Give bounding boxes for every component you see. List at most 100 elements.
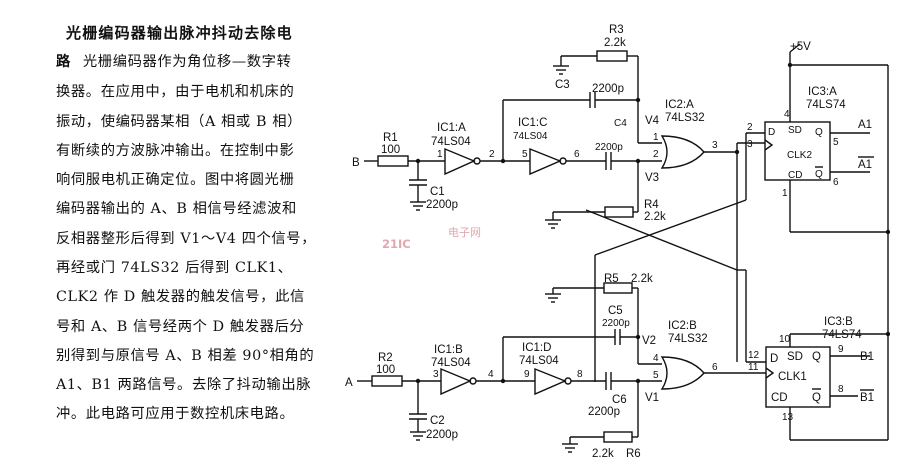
ic3a-pin-sd: 4 xyxy=(784,109,790,120)
r6-value: 2.2k xyxy=(592,448,614,460)
ic3b-name: IC3:B xyxy=(824,316,853,328)
c3-name: C3 xyxy=(555,79,570,91)
resistor-r4 xyxy=(604,206,634,218)
r3-value: 2.2k xyxy=(604,37,626,49)
watermark-brand: 21IC xyxy=(382,237,411,251)
r5-value: 2.2k xyxy=(631,273,653,285)
flipflop-ic3b-body xyxy=(765,346,831,408)
r1-name: R1 xyxy=(383,132,398,144)
r6-name: R6 xyxy=(626,448,641,460)
ic2a-pin-in2: 2 xyxy=(653,149,659,160)
clock-triangle-icon xyxy=(764,139,774,151)
channel-a: A R2 100 C2 2200p IC1:B 74LS04 3 4 IC1:D… xyxy=(345,273,766,460)
node-v2: V2 xyxy=(642,335,656,347)
ic3b-sd: SD xyxy=(787,351,803,363)
ic1a-pin-out: 2 xyxy=(489,149,495,160)
ic1d-pin-in: 9 xyxy=(524,369,530,380)
ic1b-name: IC1:B xyxy=(434,344,463,356)
watermark: 21IC 电子网 xyxy=(382,226,481,251)
output-a1-bar: A1 xyxy=(858,159,872,171)
article-line: 路光栅编码器作为角位移—数字转 xyxy=(56,50,291,71)
ic2b-pin-out: 6 xyxy=(712,362,718,373)
ic2b-pin-in2: 5 xyxy=(653,370,659,381)
channel-b: B R1 100 C1 2200p IC1:A 74LS04 1 2 IC1:C… xyxy=(352,24,765,355)
ic1d-pin-out: 8 xyxy=(577,369,583,380)
inverter-ic1d xyxy=(534,367,567,396)
article-line: A1、B1 两路信号。去除了抖动输出脉 xyxy=(56,377,312,393)
input-b-label: B xyxy=(352,157,360,169)
article-line: 再经或门 74LS32 后得到 CLK1、 xyxy=(56,260,293,276)
article-text: 光栅编码器输出脉冲抖动去除电 路光栅编码器作为角位移—数字转 换器。在应用中，由… xyxy=(56,22,328,452)
node-v3: V3 xyxy=(645,172,659,184)
inverter-ic1b xyxy=(440,367,472,396)
ic1a-part: 74LS04 xyxy=(431,136,471,148)
article-line: 反相器整形后得到 V1～V4 四个信号， xyxy=(56,231,317,247)
node-v1: V1 xyxy=(645,392,659,404)
ic1b-pin-in: 3 xyxy=(433,369,439,380)
article-line: 别得到与原信号 A、B 相差 90°相角的 xyxy=(56,348,315,364)
ic3b-pin-qbar: 8 xyxy=(838,384,844,395)
c-series-value: 2200p xyxy=(595,142,623,153)
article-line: 响伺服电机正确定位。图中将圆光栅 xyxy=(56,172,295,188)
resistor-r2 xyxy=(371,375,403,387)
node-v4: V4 xyxy=(645,115,660,127)
r4-value: 2.2k xyxy=(644,211,666,223)
ic1d-name: IC1:D xyxy=(522,342,551,354)
ic3a-name: IC3:A xyxy=(808,86,837,98)
inverter-ic1a xyxy=(444,147,476,176)
output-b1: B1 xyxy=(860,351,874,363)
ic3a-pin-qbar: 6 xyxy=(833,177,839,188)
clock-triangle-icon xyxy=(765,367,775,379)
circuit-schematic: 21IC 电子网 B R1 100 C1 2200p IC1:A 74LS04 … xyxy=(345,24,890,460)
ic3b-pin-sd: 10 xyxy=(779,334,791,345)
ic1a-name: IC1:A xyxy=(437,122,466,134)
article-line: 冲。此电路可应用于数控机床电路。 xyxy=(56,406,295,422)
article-line: 振动，使编码器某相（A 相或 B 相） xyxy=(56,114,303,130)
ic1c-pin-out: 6 xyxy=(574,149,580,160)
ic3a-pin-cd: 1 xyxy=(782,188,788,199)
ic3a-qbar: Q xyxy=(815,169,823,180)
c2-value: 2200p xyxy=(426,429,458,441)
ic3b-q: Q xyxy=(812,351,821,363)
ic3a-pin-clk: 3 xyxy=(747,139,753,150)
junction xyxy=(885,331,890,337)
supply-label: +5V xyxy=(790,41,811,53)
output-b1-bar: B1 xyxy=(860,392,874,404)
ic2b-pin-in1: 4 xyxy=(653,353,659,364)
ic2b-name: IC2:B xyxy=(668,320,697,332)
flipflop-ic3b: IC3:B 74LS74 10 D SD Q CLK1 CD Q 12 11 9… xyxy=(736,316,890,441)
c4-value: 2200p xyxy=(592,83,624,95)
resistor-r1 xyxy=(377,155,409,167)
ic3b-part: 74LS74 xyxy=(822,329,862,341)
flipflop-ic3a-body xyxy=(764,121,831,181)
ic3b-clk: CLK1 xyxy=(778,371,807,383)
ic2a-name: IC2:A xyxy=(665,99,694,111)
c5-name: C5 xyxy=(608,305,623,317)
article-line-text: 光栅编码器作为角位移—数字转 xyxy=(82,54,292,70)
ic2b-part: 74LS32 xyxy=(668,333,708,345)
ic3a-d: D xyxy=(768,127,775,138)
article-line: 换器。在应用中，由于电机和机床的 xyxy=(56,84,295,100)
r4-name: R4 xyxy=(644,199,659,211)
r3-name: R3 xyxy=(609,24,624,36)
c6-value: 2200p xyxy=(588,406,620,418)
ic3b-qbar: Q xyxy=(812,392,821,404)
article-title: 光栅编码器输出脉冲抖动去除电 xyxy=(66,24,293,42)
ic1c-part: 74LS04 xyxy=(513,131,548,142)
c5-value: 2200p xyxy=(602,318,630,329)
ic3b-pin-q: 9 xyxy=(838,344,844,355)
junction xyxy=(787,62,793,68)
output-a1: A1 xyxy=(858,119,872,131)
ic1c-pin-in: 5 xyxy=(522,149,528,160)
ic1b-part: 74LS04 xyxy=(431,357,471,369)
supply-arrow-icon xyxy=(789,43,801,53)
ic3a-pin-q: 5 xyxy=(833,137,839,148)
ic2a-pin-in1: 1 xyxy=(653,132,659,143)
ic3a-q: Q xyxy=(815,127,823,138)
ic3a-sd: SD xyxy=(788,125,802,136)
c2-name: C2 xyxy=(430,415,445,427)
c1-name: C1 xyxy=(430,186,445,198)
ic3b-pin-cd: 13 xyxy=(782,412,794,423)
article-line: CLK2 作 D 触发器的触发信号，此信 xyxy=(56,289,305,305)
or-gate-ic2b xyxy=(660,356,705,390)
